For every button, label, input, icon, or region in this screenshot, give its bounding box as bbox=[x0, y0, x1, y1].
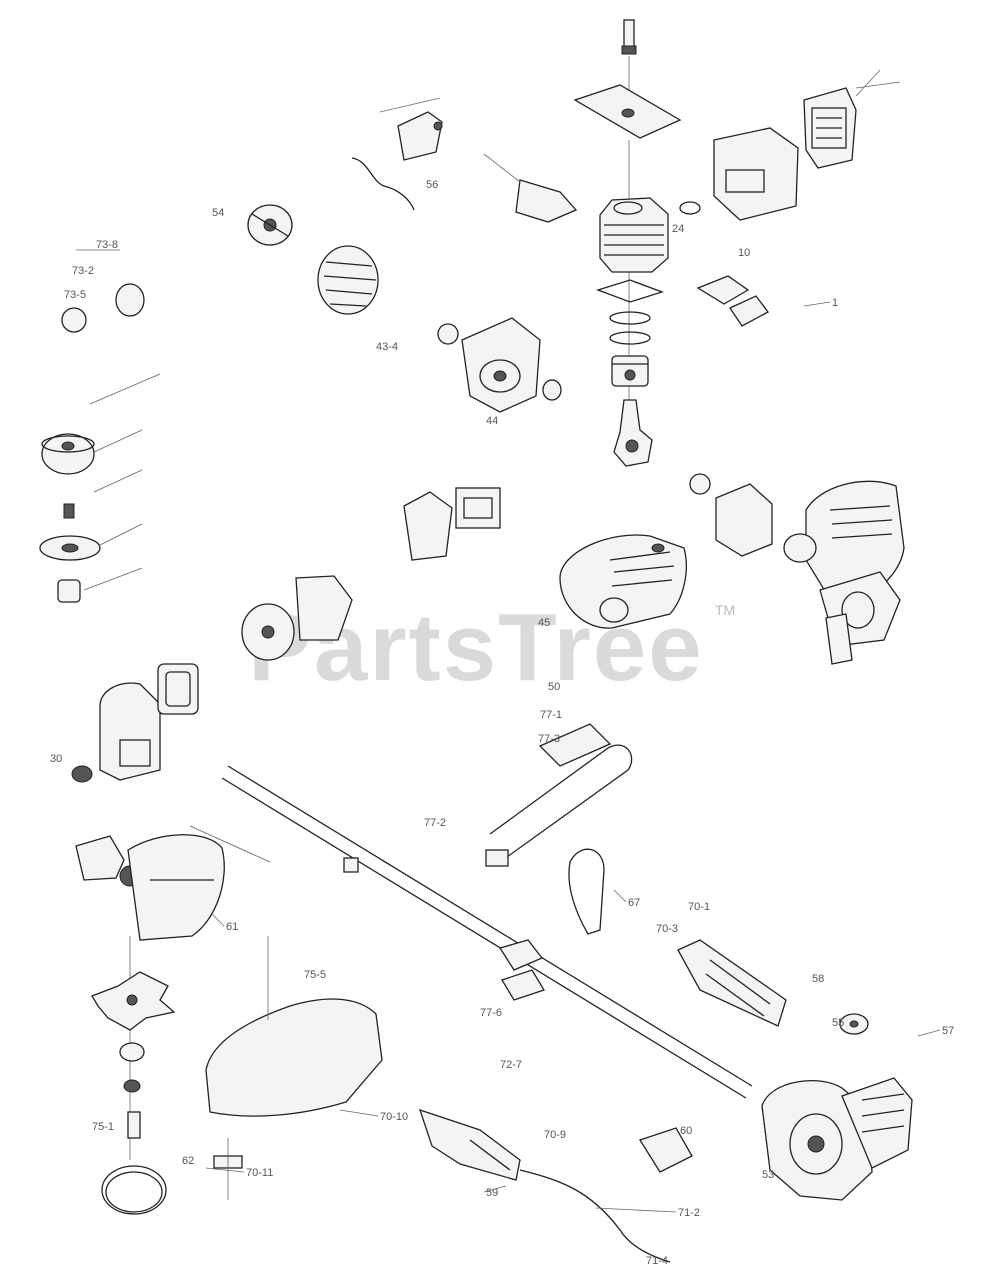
ignition-cover bbox=[379, 97, 443, 161]
washer-55 bbox=[839, 1013, 869, 1035]
label-10: 10 bbox=[738, 247, 750, 259]
reed-valve bbox=[696, 275, 769, 327]
cover-knob bbox=[71, 765, 93, 783]
spark-plug bbox=[621, 19, 637, 120]
drive-shaft-tube bbox=[189, 765, 753, 1099]
piston-rings bbox=[609, 311, 651, 345]
label-54: 54 bbox=[212, 207, 224, 219]
handle-clamp bbox=[498, 939, 545, 1001]
muffler bbox=[803, 69, 901, 169]
muffler-heat-shield bbox=[713, 127, 799, 221]
label-72-7: 72-7 bbox=[500, 1059, 522, 1071]
carburetor-insulator bbox=[403, 491, 453, 561]
label-75-5: 75-5 bbox=[304, 969, 326, 981]
fuel-tank bbox=[559, 534, 687, 629]
label-77-1: 77-1 bbox=[540, 709, 562, 721]
label-55: 55 bbox=[832, 1017, 844, 1029]
label-71-4: 71-4 bbox=[646, 1255, 668, 1267]
label-77-2: 77-2 bbox=[424, 817, 446, 829]
label-58: 58 bbox=[812, 973, 824, 985]
trimmer-line bbox=[101, 1165, 167, 1215]
label-73-2: 73-2 bbox=[72, 265, 94, 277]
label-62: 62 bbox=[182, 1155, 194, 1167]
throttle-cable bbox=[519, 1169, 671, 1263]
spark-plug-wire bbox=[351, 157, 415, 211]
crankcase-left bbox=[461, 317, 541, 413]
clutch-housing bbox=[761, 1080, 873, 1201]
clutch-assembly bbox=[61, 249, 145, 333]
label-70-3: 70-3 bbox=[656, 923, 678, 935]
label-45: 45 bbox=[538, 617, 550, 629]
label-70-11: 70-11 bbox=[246, 1167, 273, 1179]
label-59: 59 bbox=[486, 1187, 498, 1199]
shaft-connector bbox=[639, 1127, 693, 1173]
cylinder bbox=[599, 197, 669, 273]
label-73-5: 73-5 bbox=[64, 289, 86, 301]
label-61: 61 bbox=[226, 921, 238, 933]
label-1: 1 bbox=[832, 297, 838, 309]
label-70-10: 70-10 bbox=[380, 1111, 408, 1123]
oil-seal bbox=[437, 323, 562, 401]
cylinder-gasket bbox=[595, 279, 665, 303]
label-50: 50 bbox=[548, 681, 560, 693]
label-77-3: 77-3 bbox=[538, 733, 560, 745]
label-71-2: 71-2 bbox=[678, 1207, 700, 1219]
watermark-tm: TM bbox=[715, 602, 735, 618]
clutch-shoe bbox=[39, 535, 101, 561]
air-filter-element bbox=[157, 663, 199, 715]
rear-grip bbox=[418, 1108, 521, 1181]
engine-shroud-rear bbox=[841, 1077, 913, 1169]
labels: 43-4 73-8 73-5 73-2 77-1 77-2 77-3 77-6 … bbox=[50, 179, 954, 1267]
clutch-spring bbox=[63, 503, 75, 519]
intake-bracket bbox=[483, 153, 578, 223]
trimmer-blade bbox=[91, 971, 176, 1031]
label-53: 53 bbox=[762, 1169, 774, 1181]
clutch-drum bbox=[41, 433, 95, 475]
air-filter-base bbox=[241, 575, 353, 661]
label-24: 24 bbox=[672, 223, 684, 235]
connecting-rod-crankshaft bbox=[613, 399, 653, 467]
crankcase-right bbox=[689, 473, 773, 557]
label-44: 44 bbox=[486, 415, 498, 427]
starter-pulley bbox=[247, 204, 293, 246]
clutch-nut bbox=[57, 579, 81, 603]
blade-guard bbox=[127, 834, 225, 941]
flywheel bbox=[317, 245, 379, 315]
piston bbox=[611, 355, 649, 387]
label-60: 60 bbox=[680, 1125, 692, 1137]
engine-cover bbox=[783, 480, 905, 601]
label-43-4: 43-4 bbox=[376, 341, 398, 353]
throttle-handle bbox=[677, 939, 787, 1027]
label-75-1: 75-1 bbox=[92, 1121, 114, 1133]
guard-bracket bbox=[213, 1138, 243, 1200]
label-67: 67 bbox=[628, 897, 640, 909]
muffler-gasket bbox=[679, 201, 701, 215]
label-77-6: 77-6 bbox=[480, 1007, 502, 1019]
cable-tie bbox=[568, 848, 605, 935]
label-56: 56 bbox=[426, 179, 438, 191]
blade-holder bbox=[119, 1042, 145, 1139]
cylinder-cover-plate bbox=[573, 84, 682, 139]
grass-guard bbox=[205, 936, 383, 1117]
loop-handle bbox=[485, 723, 633, 867]
carburetor bbox=[455, 487, 501, 529]
leader-lines bbox=[205, 301, 941, 1213]
label-30: 30 bbox=[50, 753, 62, 765]
label-70-9: 70-9 bbox=[544, 1129, 566, 1141]
label-73-8: 73-8 bbox=[96, 239, 118, 251]
label-57: 57 bbox=[942, 1025, 954, 1037]
label-70-1: 70-1 bbox=[688, 901, 710, 913]
start-handle bbox=[825, 613, 853, 665]
air-filter-cover bbox=[99, 682, 161, 781]
